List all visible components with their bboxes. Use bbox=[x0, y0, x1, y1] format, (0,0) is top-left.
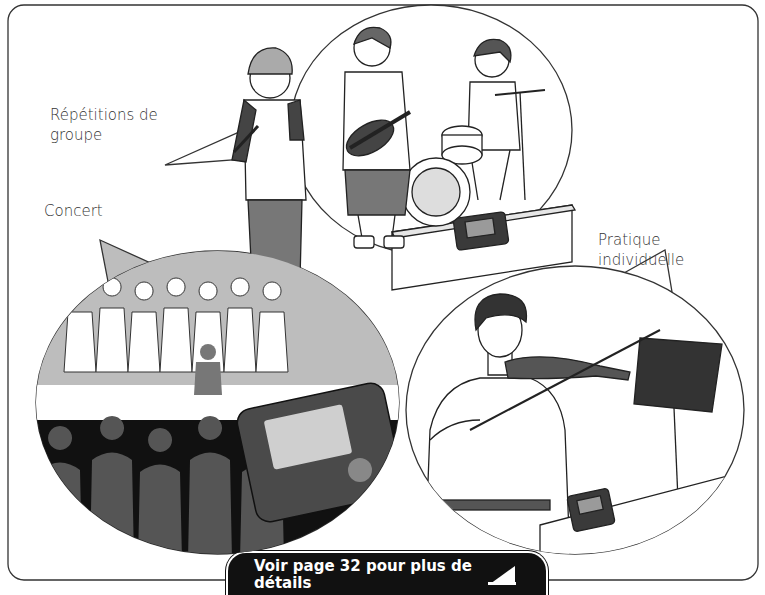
conductor-head bbox=[200, 344, 216, 360]
audience-member bbox=[240, 428, 284, 560]
concert-illustration bbox=[30, 245, 405, 560]
audience-member bbox=[138, 428, 182, 560]
guitarist-shorts bbox=[345, 170, 410, 215]
choir-singer bbox=[256, 282, 288, 372]
speech-bubble: Concert bbox=[36, 251, 399, 554]
bubble-ellipse bbox=[290, 5, 572, 255]
bubble-tail bbox=[165, 108, 298, 165]
cymbal bbox=[495, 90, 545, 95]
recorder-screen bbox=[465, 218, 495, 238]
singer-beanie bbox=[248, 48, 292, 74]
guitar-body bbox=[340, 113, 399, 163]
violin-bow bbox=[470, 330, 660, 430]
singer-sleeve bbox=[288, 100, 304, 140]
audience-member bbox=[188, 416, 232, 560]
recorder-dial bbox=[348, 458, 372, 482]
singer-shirt bbox=[244, 100, 306, 200]
audience-member bbox=[38, 426, 82, 560]
bubble-label: Concert bbox=[44, 201, 144, 221]
drummer-shirt bbox=[468, 82, 520, 150]
band-illustration bbox=[232, 27, 575, 290]
drummer-head bbox=[475, 43, 509, 77]
recorder-body bbox=[235, 381, 406, 525]
bubble-outline bbox=[290, 5, 572, 255]
bubble-label: Pratique individuelle bbox=[598, 230, 708, 270]
choir-singer bbox=[224, 278, 256, 372]
singer-sleeve bbox=[232, 100, 256, 162]
belt bbox=[440, 500, 550, 510]
choir-singer bbox=[160, 278, 192, 372]
drummer-leg bbox=[500, 150, 510, 200]
bubble-ellipse bbox=[36, 251, 399, 554]
violinist-head bbox=[478, 303, 522, 357]
stage-back bbox=[30, 245, 405, 385]
bubble-ellipse bbox=[406, 266, 744, 554]
bass-drum bbox=[402, 158, 470, 226]
singer-head bbox=[250, 58, 290, 98]
choir-singer bbox=[96, 278, 128, 372]
guitarist-shirt bbox=[343, 72, 410, 170]
violinist-shirt bbox=[425, 378, 570, 560]
table bbox=[392, 205, 572, 290]
arm bbox=[430, 420, 480, 440]
drummer-leg bbox=[470, 150, 478, 200]
guitarist-leg bbox=[392, 215, 395, 238]
bubble-label: Répétitions de groupe bbox=[50, 105, 160, 145]
choir-singer bbox=[192, 282, 224, 372]
guitarist-leg bbox=[358, 215, 362, 238]
page-icon bbox=[490, 566, 515, 584]
violin-illustration bbox=[425, 294, 750, 560]
recorder bbox=[453, 212, 509, 251]
recorder-large bbox=[235, 381, 406, 525]
table-edge bbox=[392, 205, 575, 238]
speech-bubble: Répétitions de groupe bbox=[290, 5, 572, 255]
link-text: Voir page 32 pour plus de détails bbox=[254, 558, 474, 592]
recorder-screen bbox=[264, 404, 353, 470]
singer-trousers bbox=[248, 200, 302, 280]
guitarist-head bbox=[354, 30, 390, 66]
conductor-body bbox=[194, 362, 222, 395]
choir bbox=[64, 278, 288, 372]
speech-bubble: Pratique individuelle bbox=[406, 266, 744, 554]
page-icon bbox=[488, 582, 516, 585]
snare-body bbox=[442, 135, 482, 155]
bass-drum-head bbox=[412, 168, 460, 216]
music-stand bbox=[634, 338, 722, 412]
stage-floor bbox=[30, 385, 405, 420]
violinist-neck bbox=[488, 345, 512, 375]
microphone bbox=[234, 126, 258, 152]
snare-drum bbox=[442, 126, 482, 144]
conductor bbox=[194, 344, 222, 395]
music-stand-pole bbox=[674, 408, 678, 500]
guitarist-hair bbox=[354, 27, 391, 48]
violinist-hair bbox=[475, 294, 526, 330]
audience-member bbox=[90, 416, 134, 560]
audience-floor bbox=[30, 420, 405, 560]
choir-singer bbox=[128, 282, 160, 372]
shoe bbox=[384, 236, 404, 248]
choir-singer bbox=[64, 282, 96, 372]
bubble-outline bbox=[36, 251, 399, 554]
audience bbox=[38, 416, 284, 560]
table bbox=[540, 470, 750, 560]
bubble-outline bbox=[406, 266, 744, 554]
link-tab: Voir page 32 pour plus de détails bbox=[228, 553, 546, 595]
guitar-neck bbox=[350, 112, 410, 148]
violin bbox=[505, 357, 630, 380]
shoe bbox=[354, 236, 374, 248]
recorder-screen bbox=[577, 496, 603, 515]
recorder bbox=[567, 488, 616, 532]
snare-drum bbox=[442, 146, 482, 164]
drummer-hair bbox=[474, 39, 511, 62]
outer-frame bbox=[8, 5, 758, 580]
cymbal-stand bbox=[520, 92, 525, 200]
